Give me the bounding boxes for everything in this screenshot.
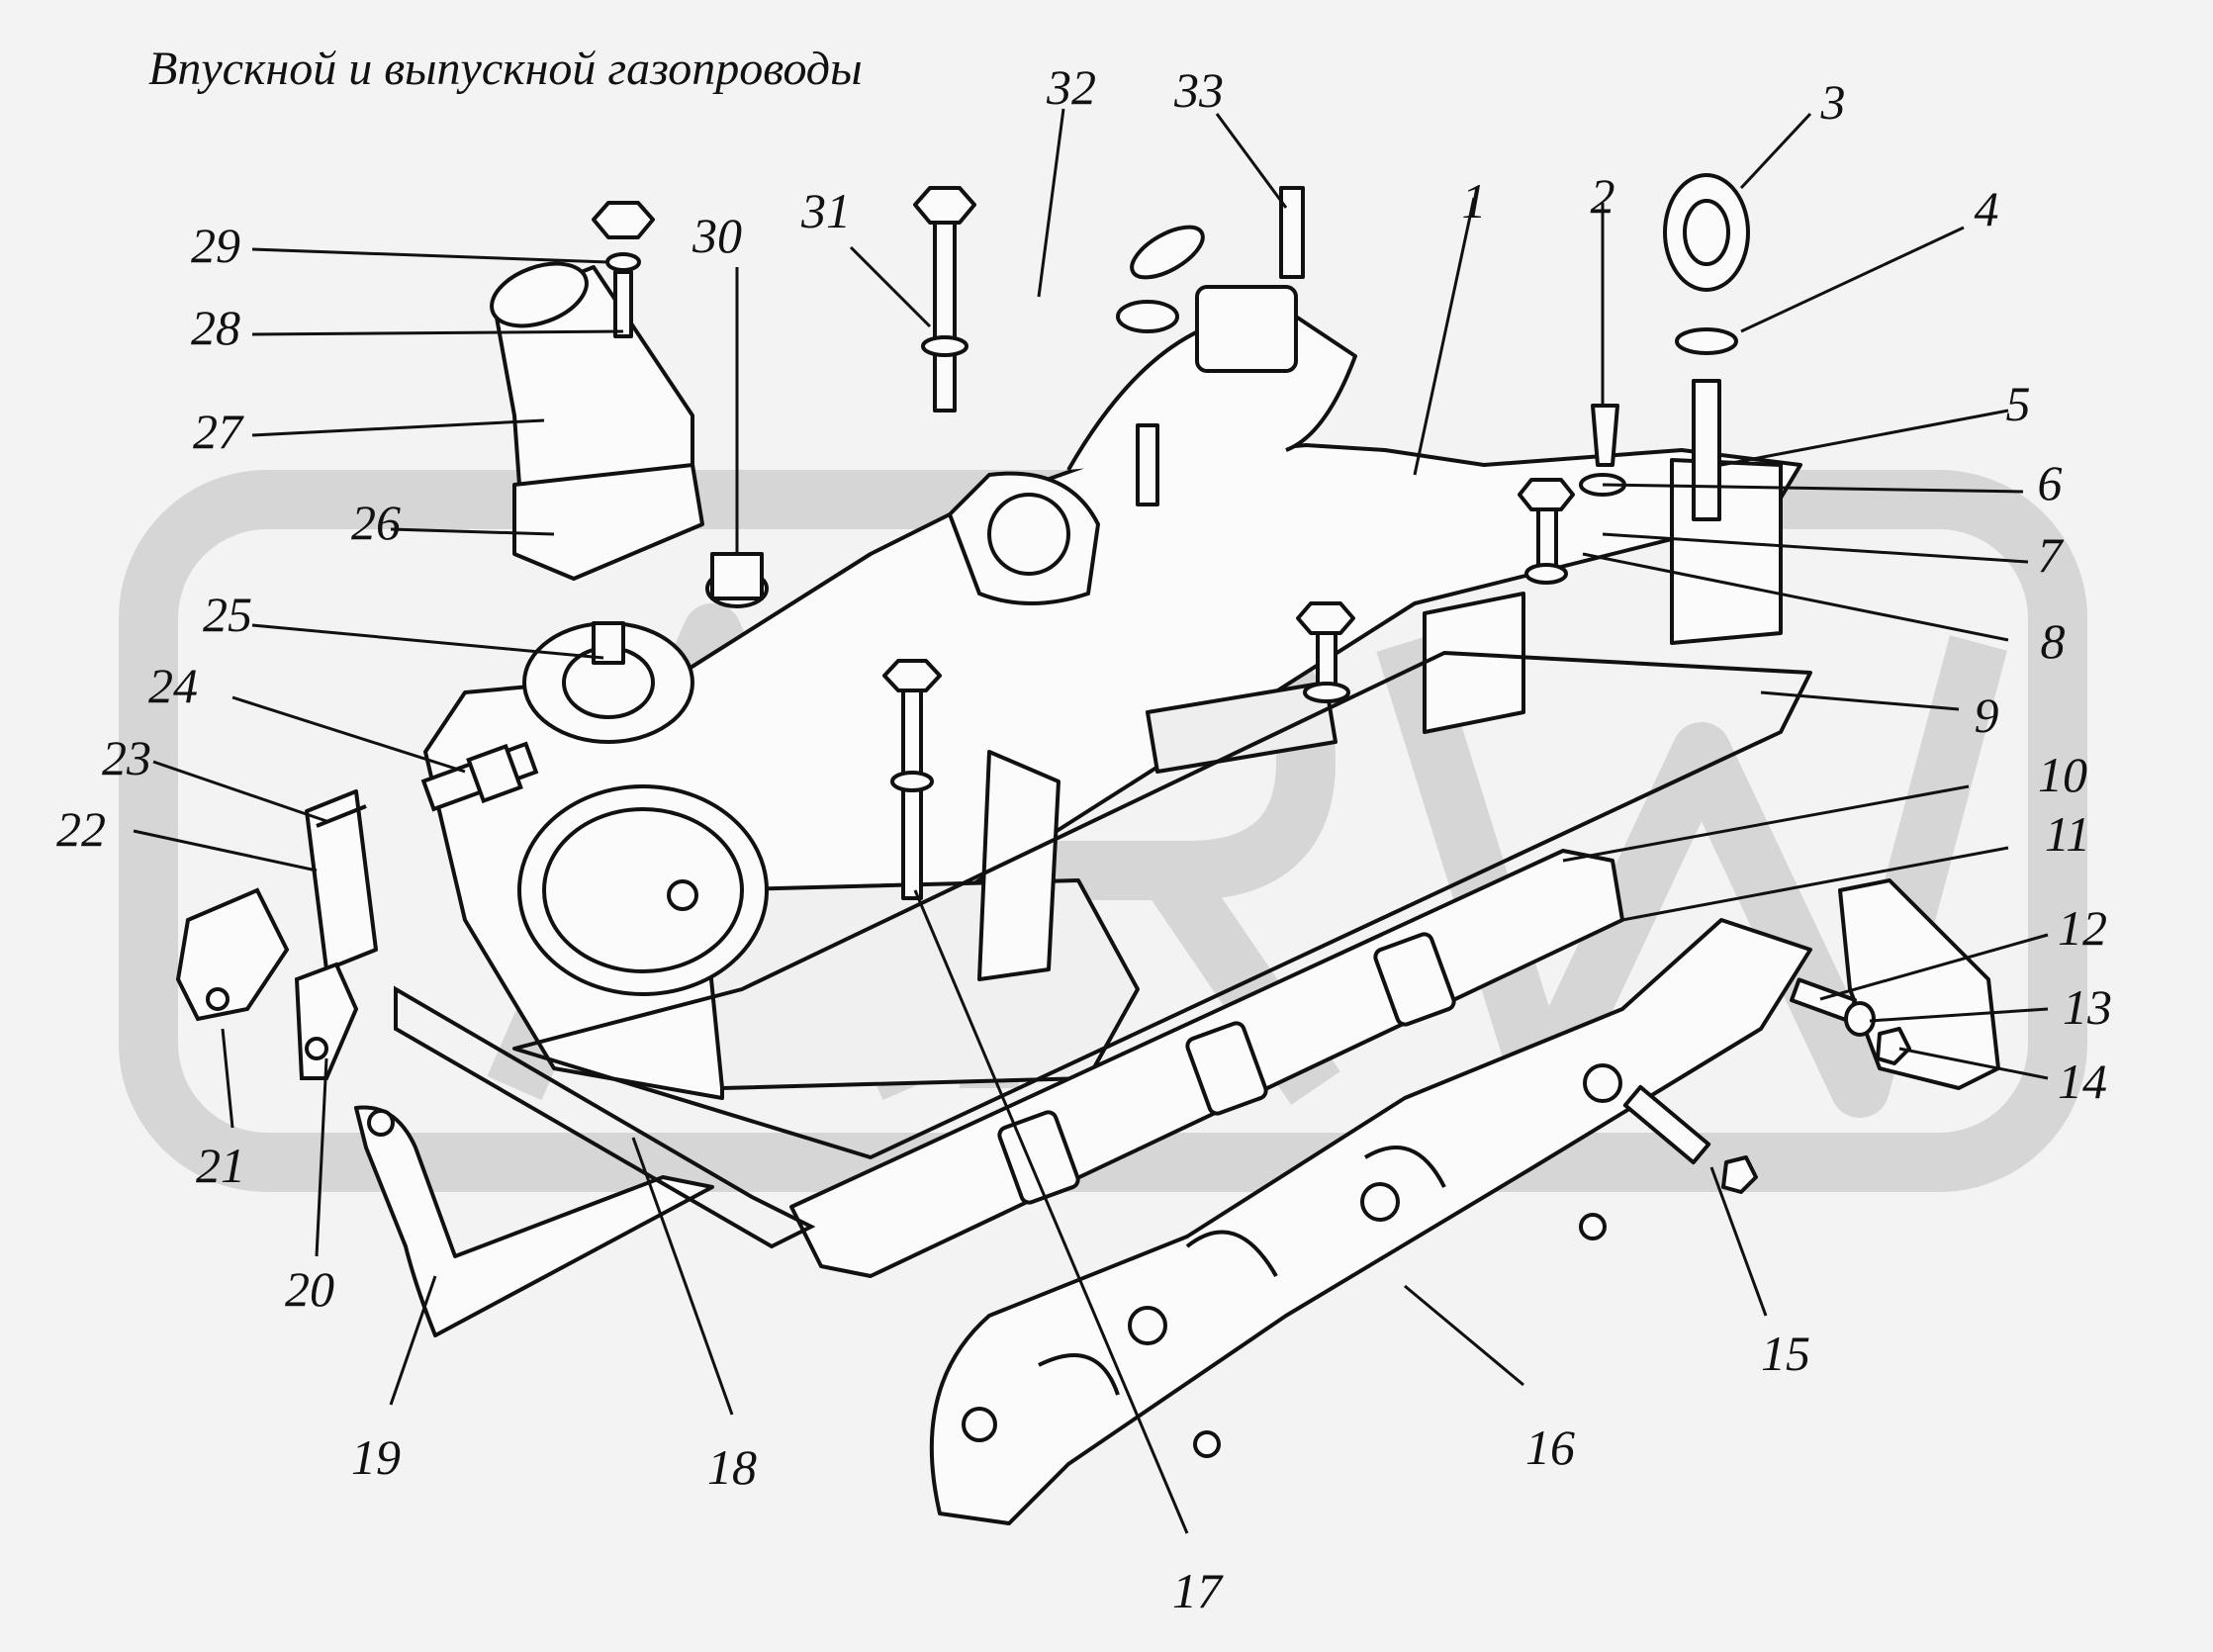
callout-31-stud: 31 <box>800 183 851 238</box>
callout-11-heat-shield-bracket: 11 <box>2045 806 2090 862</box>
callout-30-plug: 30 <box>692 208 742 263</box>
callout-32-fitting: 32 <box>1046 59 1096 115</box>
callout-8-stud: 8 <box>2041 613 2066 669</box>
heat-shield <box>354 1105 714 1337</box>
callout-22-hose: 22 <box>56 801 106 857</box>
callout-15-bolt: 15 <box>1761 1326 1810 1381</box>
callout-28-stud: 28 <box>191 300 240 355</box>
callout-13-washer: 13 <box>2063 979 2112 1035</box>
callout-6-nut: 6 <box>2038 455 2063 510</box>
callout-23-clamp: 23 <box>102 730 151 785</box>
callout-24-fitting: 24 <box>148 658 198 713</box>
callout-5-stud: 5 <box>2006 376 2031 431</box>
diagram-title: Впускной и выпускной газопроводы <box>148 43 863 95</box>
callout-26-gasket: 26 <box>351 495 401 550</box>
callout-7-washer: 7 <box>2038 527 2065 583</box>
callout-20-flange: 20 <box>285 1261 334 1317</box>
callout-16-exhaust-manifold: 16 <box>1525 1420 1575 1475</box>
callout-9-intake-gasket: 9 <box>1975 688 1999 743</box>
outlet-pipe <box>490 261 704 581</box>
callout-19-heat-shield: 19 <box>351 1429 401 1485</box>
callout-3-lifting-eye: 3 <box>1820 74 1846 130</box>
leader-lines <box>133 108 2049 1534</box>
callout-25-thermostat: 25 <box>203 587 252 642</box>
callout-4-washer: 4 <box>1975 181 1999 236</box>
callout-33-stud: 33 <box>1173 62 1224 118</box>
thermostat-housing <box>522 621 694 744</box>
hardware <box>592 173 1911 1194</box>
callout-27-outlet-pipe: 27 <box>193 404 244 459</box>
callout-29-washer: 29 <box>191 218 240 273</box>
callout-14-nut: 14 <box>2058 1054 2107 1109</box>
callout-1-intake-manifold: 1 <box>1462 173 1487 229</box>
hose <box>305 789 378 971</box>
flanges <box>175 887 359 1080</box>
callout-2-breather-fitting: 2 <box>1591 168 1615 224</box>
intake-manifold <box>423 285 1812 1159</box>
callout-17-stud: 17 <box>1172 1563 1224 1618</box>
callout-12-bolt: 12 <box>2058 900 2107 956</box>
gasket-18 <box>394 985 816 1249</box>
fitting-24 <box>420 741 539 812</box>
callout-21-flange: 21 <box>196 1138 245 1193</box>
callout-10-exhaust-gasket: 10 <box>2038 747 2087 802</box>
callout-18-gasket: 18 <box>707 1439 757 1495</box>
